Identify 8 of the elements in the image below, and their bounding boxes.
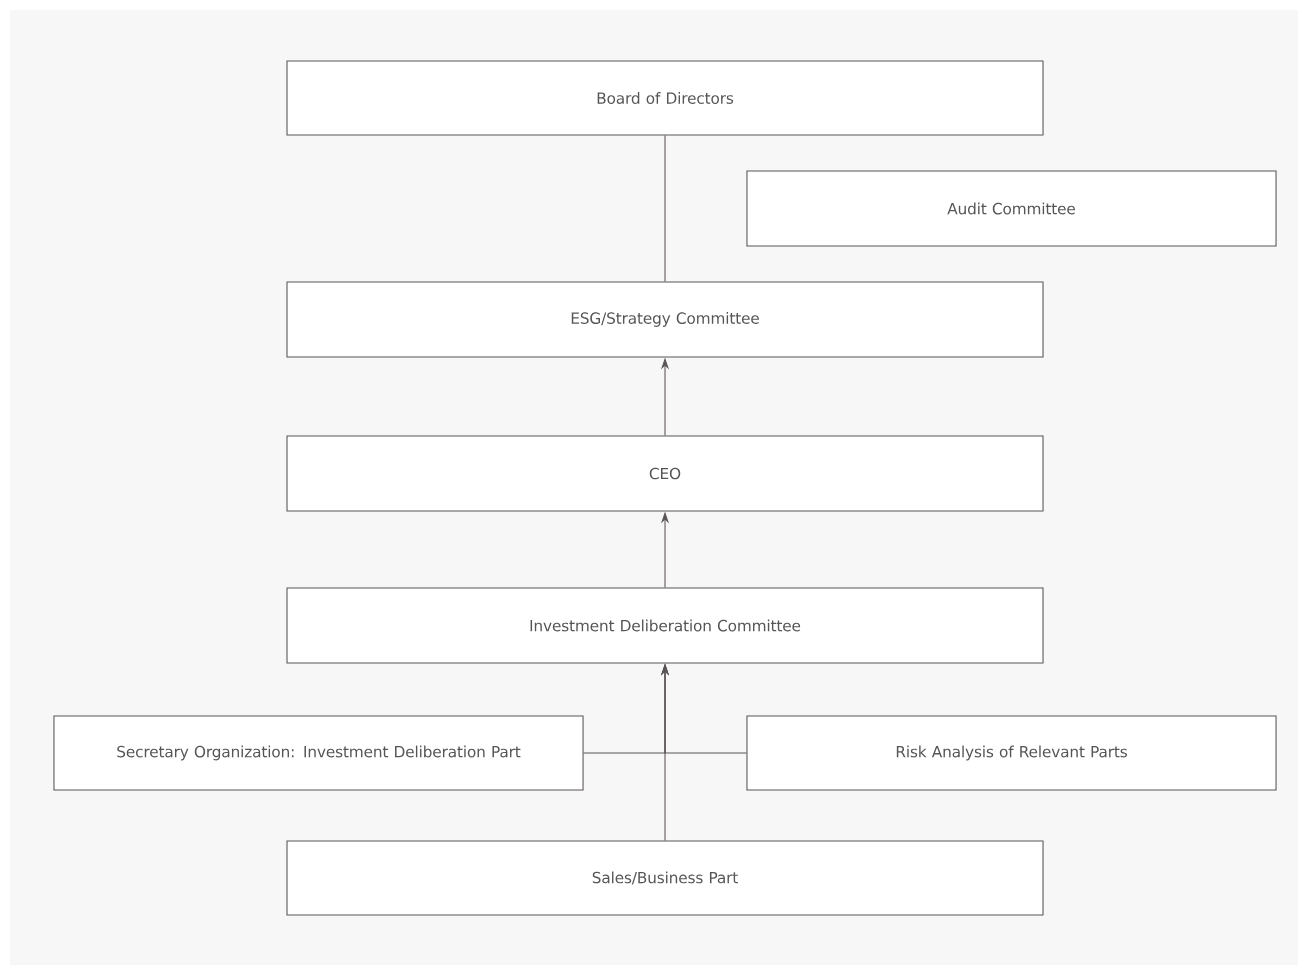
org-box: ESG/Strategy Committee <box>286 281 1044 358</box>
org-box: Secretary Organization: Investment Deliberation Part <box>53 715 584 791</box>
org-box: Audit Committee <box>746 170 1277 247</box>
org-box: Risk Analysis of Relevant Parts <box>746 715 1277 791</box>
org-box: Board of Directors <box>286 60 1044 136</box>
org-box: CEO <box>286 435 1044 512</box>
org-box: Investment Deliberation Committee <box>286 587 1044 664</box>
org-box: Sales/Business Part <box>286 840 1044 916</box>
